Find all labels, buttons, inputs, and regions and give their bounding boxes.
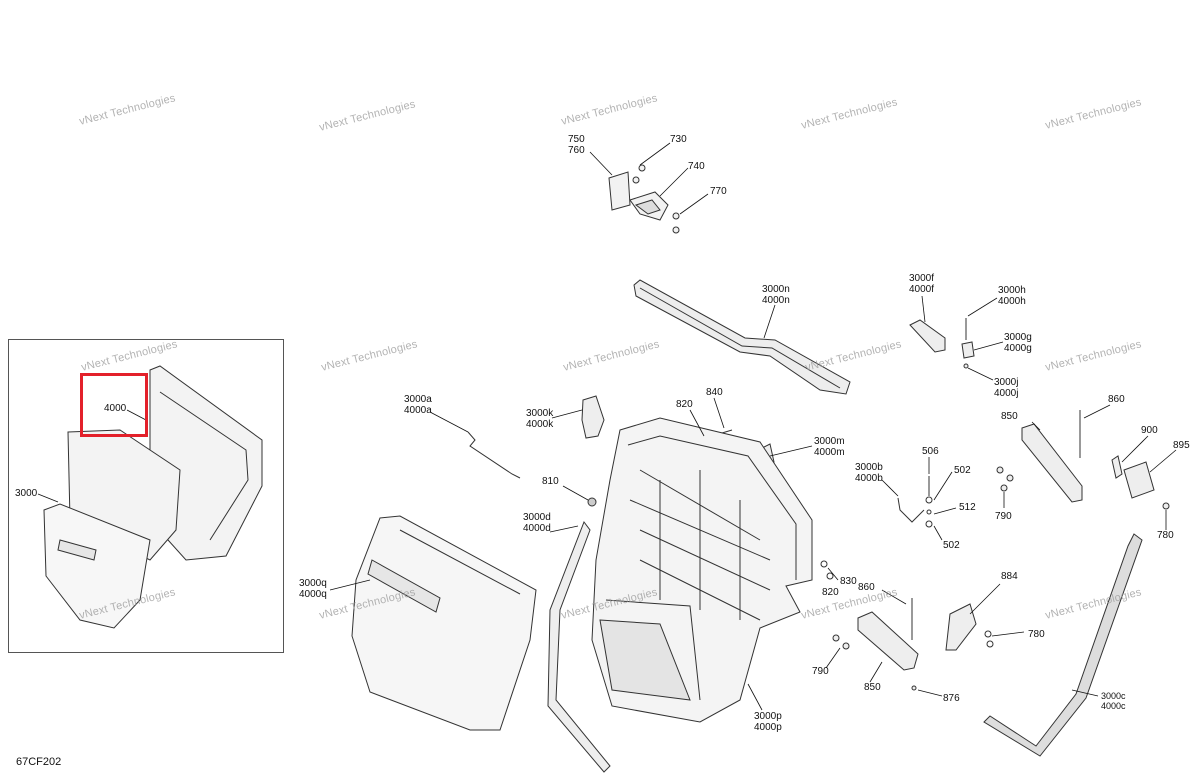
hinge-plate-850-upper (996, 410, 1083, 503)
callout-895: 895 (1173, 440, 1190, 451)
callout-4000n: 4000n (762, 295, 790, 306)
callout-3000j: 3000j (994, 377, 1019, 388)
seal-strip-part (547, 520, 611, 773)
callout-884: 884 (1001, 571, 1018, 582)
callout-512: 512 (959, 502, 976, 513)
callout-780-lower: 780 (1028, 629, 1045, 640)
hinge-plate-850-lower (832, 598, 919, 691)
callout-840: 840 (706, 387, 723, 398)
callout-3000c: 3000c (1101, 691, 1126, 701)
callout-4000p: 4000p (754, 722, 782, 733)
callout-820-lower: 820 (822, 587, 839, 598)
callout-4000g: 4000g (1004, 343, 1032, 354)
callout-4000h: 4000h (998, 296, 1026, 307)
small-hardware-506-512 (925, 476, 933, 528)
callout-4000m: 4000m (814, 447, 845, 458)
handle-parts (909, 318, 975, 369)
latch-part (581, 395, 605, 439)
callout-502-upper: 502 (954, 465, 971, 476)
callout-860-upper: 860 (1108, 394, 1125, 405)
callout-900: 900 (1141, 425, 1158, 436)
callout-3000p: 3000p (754, 711, 782, 722)
hinge-bracket-part (608, 164, 680, 234)
screw-810-part (587, 497, 597, 507)
callout-4000d: 4000d (523, 523, 551, 534)
callout-3000q: 3000q (299, 578, 327, 589)
door-outer-panel-part (351, 515, 537, 731)
callout-810: 810 (542, 476, 559, 487)
callout-860-lower: 860 (858, 582, 875, 593)
callout-3000b: 3000b (855, 462, 883, 473)
callout-770: 770 (710, 186, 727, 197)
door-seal-3000c (983, 533, 1143, 757)
callout-730: 730 (670, 134, 687, 145)
callout-790-lower: 790 (812, 666, 829, 677)
cable-part (897, 497, 925, 523)
callout-4000a: 4000a (404, 405, 432, 416)
callout-750: 750 (568, 134, 585, 145)
callout-790-upper: 790 (995, 511, 1012, 522)
callout-4000k: 4000k (526, 419, 554, 430)
callout-876: 876 (943, 693, 960, 704)
callout-3000h: 3000h (998, 285, 1026, 296)
callout-830: 830 (840, 576, 857, 587)
hinge-900-895 (1111, 455, 1170, 510)
callout-740: 740 (688, 161, 705, 172)
callout-850-upper: 850 (1001, 411, 1018, 422)
callout-3000k: 3000k (526, 408, 554, 419)
callout-3000m: 3000m (814, 436, 845, 447)
callout-4000b: 4000b (855, 473, 883, 484)
callout-4000j: 4000j (994, 388, 1019, 399)
door-frame-part (591, 417, 813, 723)
callout-820: 820 (676, 399, 693, 410)
callout-3000f: 3000f (909, 273, 935, 284)
callout-780-upper: 780 (1157, 530, 1174, 541)
callout-3000g: 3000g (1004, 332, 1032, 343)
callout-4000f: 4000f (909, 284, 935, 295)
callout-3000d: 3000d (523, 512, 551, 523)
callout-506: 506 (922, 446, 939, 457)
inset-door-drawing (43, 365, 263, 629)
callout-3000n: 3000n (762, 284, 790, 295)
diagram-reference-code: 67CF202 (16, 756, 62, 768)
callout-760: 760 (568, 145, 585, 156)
leader-lines (37, 142, 1177, 711)
highlight-box (80, 373, 148, 437)
callout-850-lower: 850 (864, 682, 881, 693)
bracket-884 (945, 603, 977, 651)
callout-4000c: 4000c (1101, 701, 1126, 711)
inset-label-4000: 4000 (104, 403, 127, 414)
door-upper-rail-part (633, 279, 851, 395)
link-rod-part (467, 431, 521, 479)
callout-3000a: 3000a (404, 394, 432, 405)
inset-label-3000: 3000 (15, 488, 38, 499)
callout-4000q: 4000q (299, 589, 327, 600)
callout-502-lower: 502 (943, 540, 960, 551)
inset-frame (8, 339, 284, 653)
